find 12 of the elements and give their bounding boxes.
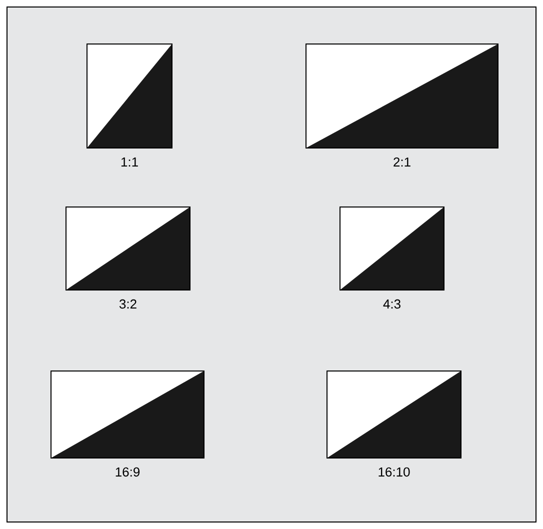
ratio-label: 16:9 [116, 467, 140, 477]
aspect-ratio-rectangle [326, 370, 462, 458]
ratio-label: 16:10 [378, 467, 410, 477]
aspect-ratio-rectangle [86, 44, 172, 148]
ratio-label: 4:3 [383, 299, 400, 309]
ratio-label: 3:2 [119, 299, 136, 309]
ratio-label: 1:1 [121, 158, 138, 166]
aspect-ratio-rectangle [50, 370, 204, 458]
ratio-label: 2:1 [394, 157, 410, 167]
aspect-ratio-rectangle [340, 206, 444, 290]
aspect-ratio-rectangle [306, 44, 498, 148]
aspect-ratio-rectangle [66, 206, 190, 290]
